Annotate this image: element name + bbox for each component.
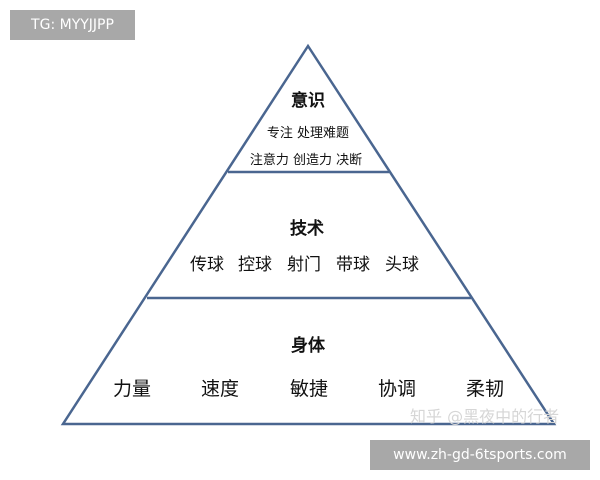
tier-middle-item: 带球 xyxy=(336,255,370,275)
tier-top-line2: 注意力 创造力 决断 xyxy=(249,153,363,168)
tier-bottom-item: 速度 xyxy=(200,378,240,400)
tier-bottom-title: 身体 xyxy=(291,336,325,356)
tier-top-line1: 专注 处理难题 xyxy=(266,126,350,141)
tier-bottom-item: 柔韧 xyxy=(465,378,505,400)
url-badge: www.zh-gd-6tsports.com xyxy=(370,440,590,470)
tier-top-title: 意识 xyxy=(291,91,325,111)
tier-middle-item: 控球 xyxy=(238,255,272,275)
tier-middle-title: 技术 xyxy=(290,219,324,239)
zhihu-watermark: 知乎 @黑夜中的行者 xyxy=(410,407,560,426)
tg-badge: TG: MYYJJPP xyxy=(10,10,135,40)
tier-middle-item: 传球 xyxy=(190,255,224,275)
tier-middle-item: 头球 xyxy=(385,255,419,275)
tier-bottom-item: 协调 xyxy=(377,378,417,400)
tier-bottom-item: 敏捷 xyxy=(289,378,329,400)
tier-middle-item: 射门 xyxy=(287,255,321,275)
tier-bottom-item: 力量 xyxy=(112,378,152,400)
